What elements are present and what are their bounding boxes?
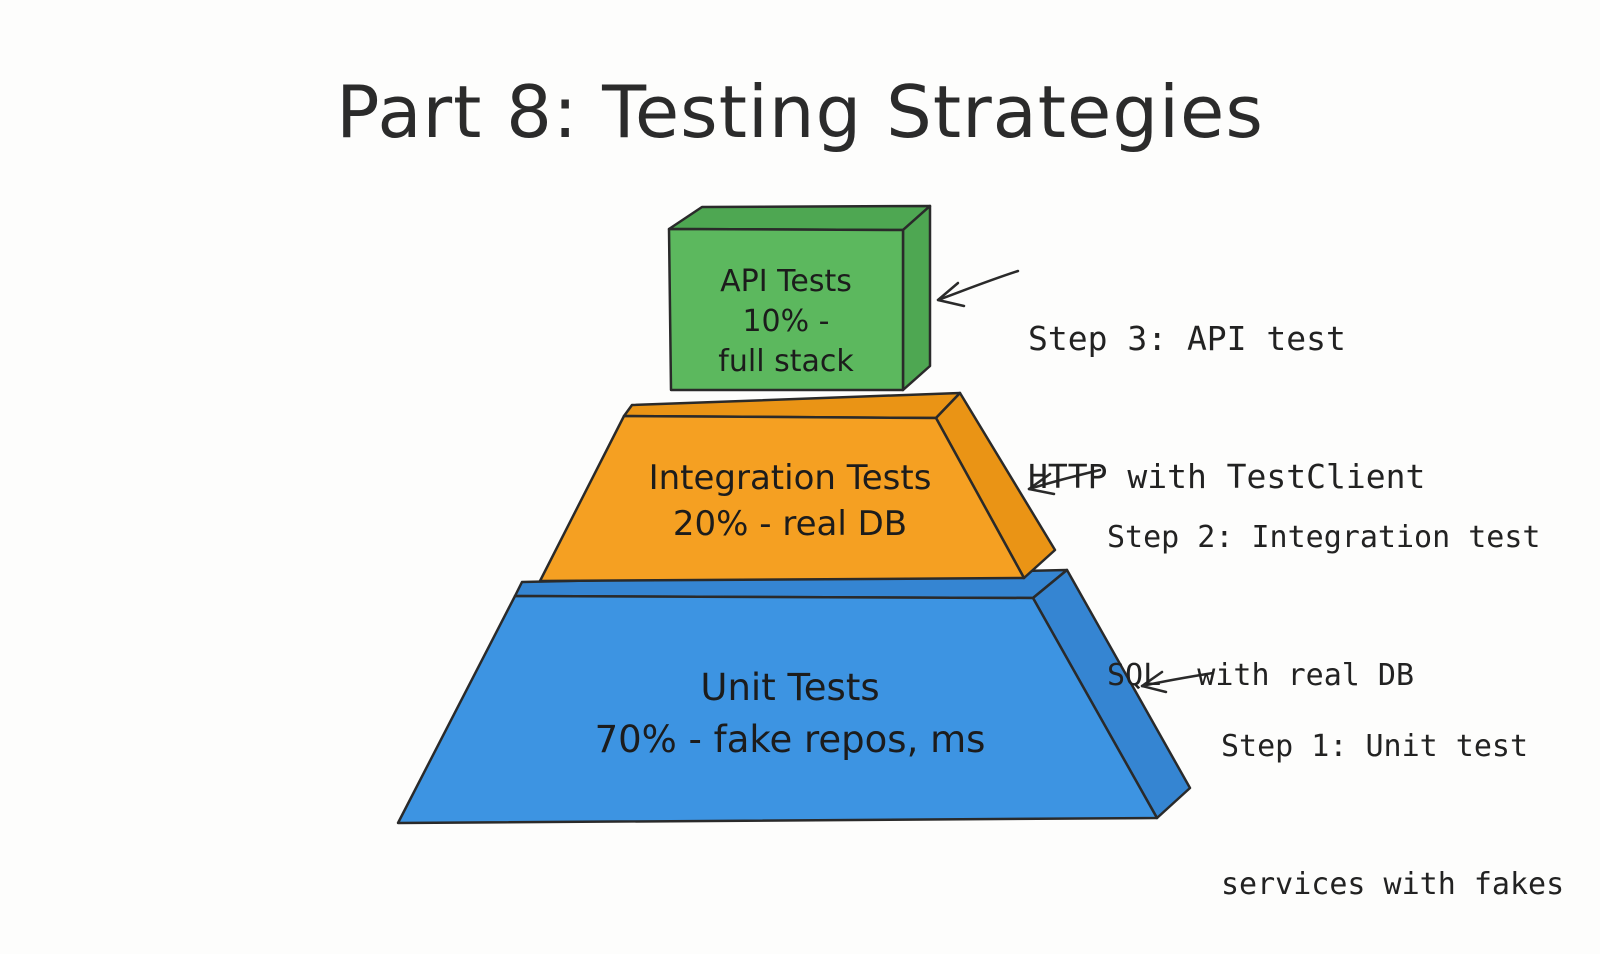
step3-detail: HTTP with TestClient [1028, 457, 1426, 496]
integration-tier [538, 391, 1057, 583]
unit-tier-label: Unit Tests 70% - fake repos, ms [480, 662, 1100, 766]
integration-tier-name: Integration Tests [648, 458, 932, 498]
step3-title: Step 3: API test [1028, 319, 1346, 358]
pyramid-diagram [396, 204, 1215, 825]
api-tier-share: 10% - [742, 304, 830, 339]
api-tier-top [667, 204, 932, 232]
step3-annotation: Step 3: API test HTTP with TestClient [1028, 224, 1425, 546]
integration-tier-top [622, 391, 962, 420]
api-tier-front [667, 227, 905, 392]
step1-title: Step 1: Unit test [1221, 729, 1529, 764]
unit-tier [396, 568, 1192, 825]
step2-title: Step 2: Integration test [1107, 520, 1541, 555]
integration-tier-label: Integration Tests 20% - real DB [560, 455, 1020, 547]
step2-arrow [1027, 468, 1102, 496]
step2-annotation: Step 2: Integration test SQL with real D… [1107, 423, 1540, 745]
step1-arrow [1140, 670, 1215, 694]
step1-detail: services with fakes [1221, 867, 1565, 902]
unit-tier-share: 70% - fake repos, ms [594, 718, 986, 761]
page-title: Part 8: Testing Strategies [336, 70, 1264, 154]
api-tier [667, 204, 932, 392]
api-tier-side [901, 204, 932, 392]
step2-detail: SQL with real DB [1107, 658, 1415, 693]
integration-tier-share: 20% - real DB [672, 504, 908, 544]
step3-arrow [936, 269, 1020, 308]
integration-tier-front [538, 414, 1026, 583]
api-tier-scope: full stack [718, 344, 854, 379]
unit-tier-name: Unit Tests [700, 666, 880, 709]
api-tier-label: API Tests 10% - full stack [669, 262, 903, 382]
step1-annotation: Step 1: Unit test services with fakes [1221, 632, 1564, 954]
api-tier-name: API Tests [720, 264, 852, 299]
unit-tier-front [396, 594, 1159, 825]
